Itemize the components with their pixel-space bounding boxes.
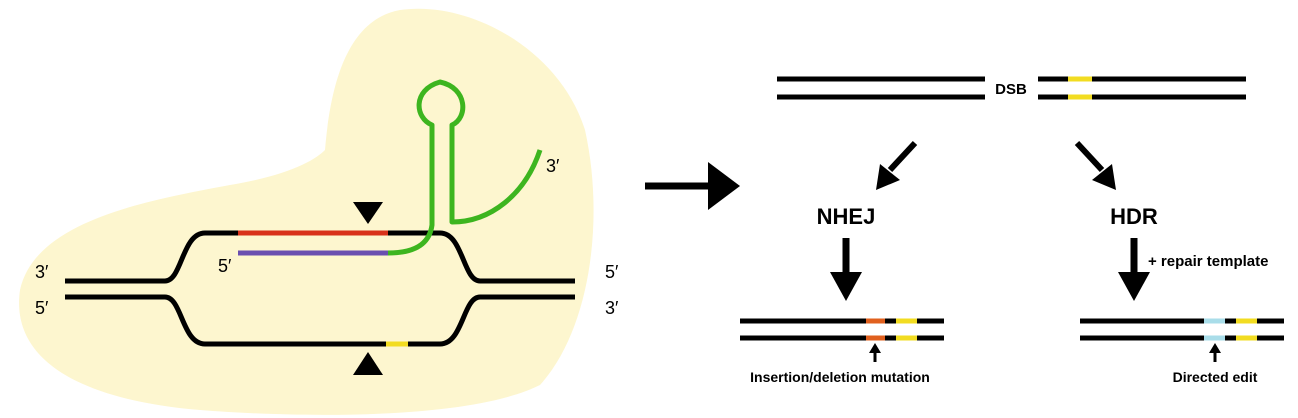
bottom-right-end-label: 3′	[605, 298, 619, 318]
arrow-to-nhej	[876, 140, 918, 190]
arrow-nhej-down	[830, 238, 862, 301]
hdr-label: HDR	[1110, 204, 1158, 229]
cas9-blob	[19, 8, 594, 415]
nhej-label: NHEJ	[817, 204, 876, 229]
indel-label: Insertion/deletion mutation	[750, 369, 930, 385]
main-transition-arrow-head	[708, 162, 740, 210]
hdr-result-dna	[1080, 318, 1284, 341]
indel-pointer-arrow	[869, 343, 881, 362]
arrow-hdr-down	[1118, 238, 1150, 301]
dsb-dna	[777, 76, 1246, 100]
guide-rna-scaffold	[387, 79, 543, 256]
cut-site-bottom-triangle	[353, 352, 383, 375]
nhej-result-dna	[740, 318, 944, 341]
dna-bottom-strand	[65, 294, 575, 347]
guide-3-end-label: 3′	[546, 156, 560, 176]
top-right-end-label: 5′	[605, 262, 619, 282]
cut-site-top-triangle	[353, 202, 383, 224]
guide-5-end-label: 5′	[218, 256, 232, 276]
top-left-end-label: 3′	[35, 262, 49, 282]
dsb-label: DSB	[995, 81, 1027, 98]
directed-edit-label: Directed edit	[1173, 369, 1258, 385]
edit-pointer-arrow	[1209, 343, 1221, 362]
bottom-left-end-label: 5′	[35, 298, 49, 318]
arrow-to-hdr	[1074, 140, 1116, 190]
repair-template-label: + repair template	[1148, 253, 1268, 270]
